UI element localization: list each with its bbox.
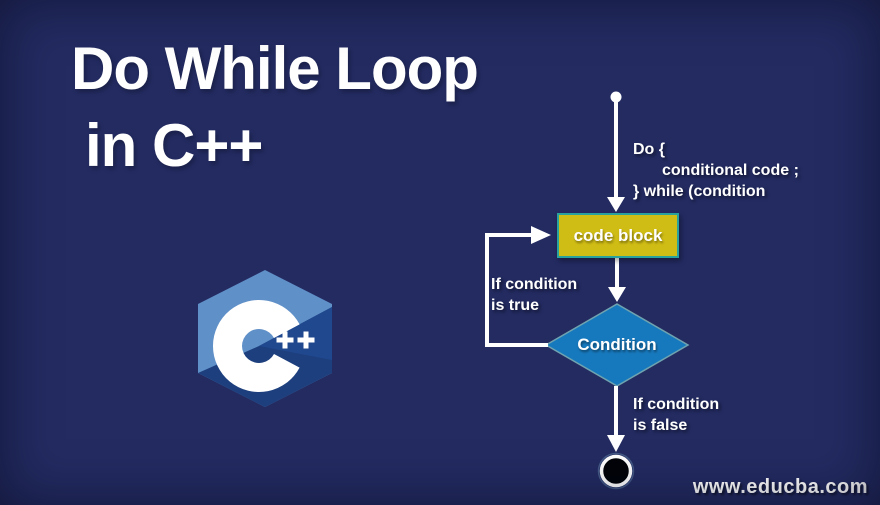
cpp-logo-wedge (259, 307, 332, 360)
cpp-logo-letter-c (212, 300, 300, 392)
syntax-annotation: Do { conditional code ; } while (conditi… (633, 139, 799, 202)
code-block-label: code block (573, 225, 663, 245)
arrow-condition-to-end (607, 386, 625, 452)
true-branch-line-1: If condition (491, 276, 578, 293)
flowchart-end-node (597, 452, 635, 490)
syntax-line-1: Do { (633, 141, 665, 158)
false-branch-label: If condition is false (633, 394, 719, 436)
true-branch-line-2: is true (491, 297, 540, 314)
false-branch-line-2: is false (633, 417, 688, 434)
arrow-codeblock-to-condition (608, 257, 626, 302)
code-block-node: code block (557, 213, 679, 258)
page-title: Do While Loop in C++ (71, 30, 479, 184)
title-line-2: in C++ (85, 112, 263, 179)
arrowhead-down-icon (607, 197, 625, 212)
cpp-logo-icon (198, 270, 332, 407)
title-line-1: Do While Loop (71, 35, 479, 102)
flowchart-start-node (610, 91, 622, 103)
arrow-loop-back-true (485, 226, 551, 347)
arrowhead-right-icon (531, 226, 551, 244)
syntax-line-2: conditional code ; (662, 162, 799, 179)
true-branch-label: If condition is true (491, 274, 577, 316)
syntax-line-3: } while (condition (633, 183, 766, 200)
arrow-start-to-codeblock (607, 100, 625, 212)
website-url: www.educba.com (692, 476, 868, 498)
cpp-logo-plus-plus (276, 331, 315, 349)
condition-node-label: Condition (577, 335, 657, 354)
arrowhead-down-icon (607, 435, 625, 452)
false-branch-line-1: If condition (633, 396, 720, 413)
arrowhead-down-icon (608, 287, 626, 302)
